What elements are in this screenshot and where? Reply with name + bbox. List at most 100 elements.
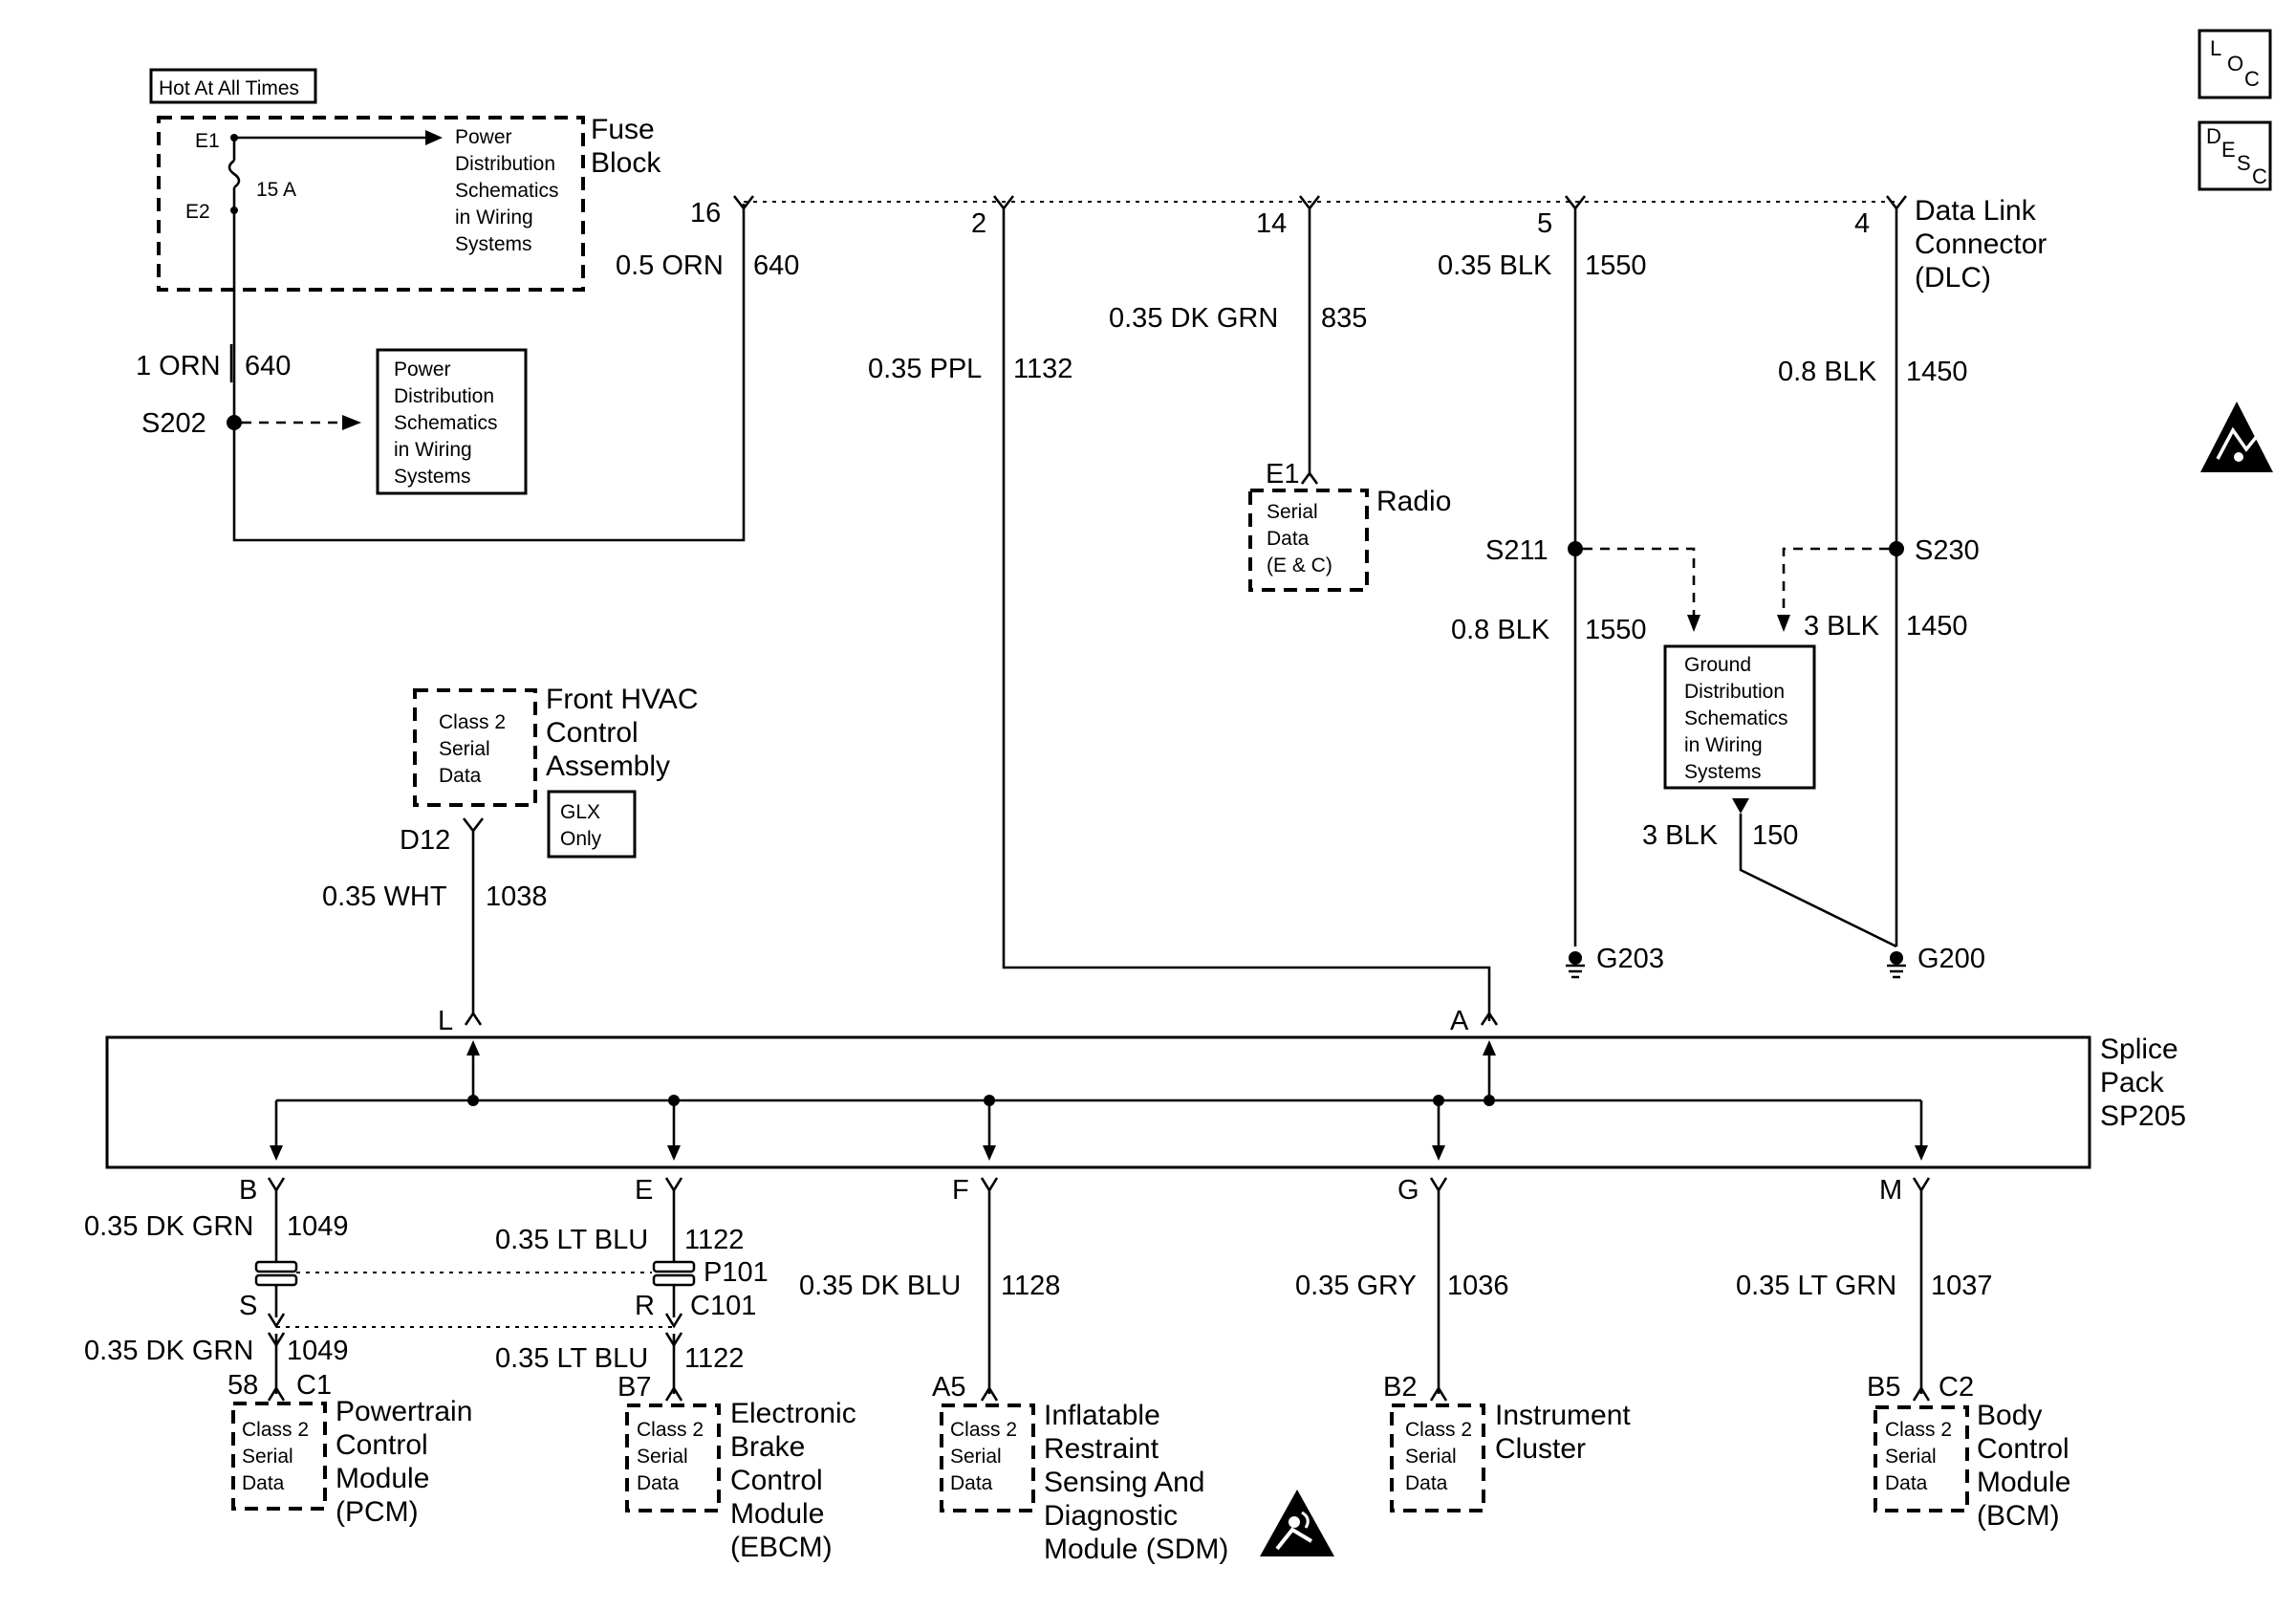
ipc-label-3: Data — [1405, 1472, 1448, 1494]
wire-1132 — [1002, 208, 1491, 1021]
fuse-power-ref-3: Schematics — [455, 180, 559, 202]
ebcm-name-4: Module — [730, 1498, 824, 1530]
bcm-gauge: 0.35 LT GRN — [1736, 1271, 1896, 1301]
fuse-e1-arrow-head — [425, 130, 443, 145]
sdm-module-box — [940, 1403, 1035, 1512]
dlc-title-2: Connector — [1915, 228, 2047, 260]
ebcm-gauge-top: 0.35 LT BLU — [495, 1225, 648, 1255]
splice-pack-a-arrow — [1483, 1040, 1496, 1055]
pcm-label-1: Class 2 — [242, 1419, 309, 1441]
s211-splice-dot — [1568, 541, 1583, 556]
hvac-module-box — [413, 688, 537, 807]
hvac-name-2: Control — [546, 717, 639, 749]
dlc-pin-2-gauge: 0.35 PPL — [868, 354, 982, 384]
ipc-label-1: Class 2 — [1405, 1419, 1472, 1441]
sdm-name-4: Diagnostic — [1044, 1500, 1178, 1532]
dlc-pin-5-circuit: 1550 — [1585, 250, 1647, 281]
dlc-pin-14-circuit: 835 — [1321, 303, 1367, 334]
loc-icon[interactable]: L O C — [2198, 29, 2272, 99]
sdm-name-3: Sensing And — [1044, 1467, 1204, 1498]
ebcm-label-2: Serial — [637, 1446, 688, 1468]
pcm-label-3: Data — [242, 1472, 285, 1494]
splice-pack-pin-b: B — [239, 1175, 257, 1206]
pcm-name-3: Module — [336, 1463, 429, 1494]
sdm-pin: A5 — [932, 1372, 965, 1403]
pcm-pin-symbol — [267, 1385, 286, 1402]
bcm-label-2: Serial — [1885, 1446, 1937, 1468]
bcm-module-box — [1874, 1405, 1969, 1512]
hot-at-all-times-box — [149, 68, 317, 104]
pcm-gauge-bottom: 0.35 DK GRN — [84, 1336, 253, 1366]
ebcm-name-3: Control — [730, 1465, 823, 1496]
fuse-e1-terminal: E1 — [195, 130, 220, 152]
hvac-label-2: Serial — [439, 738, 490, 760]
pcm-name-1: Powertrain — [336, 1396, 472, 1427]
s202-power-ref-5: Systems — [394, 466, 471, 488]
esd-warning-icon — [2200, 402, 2273, 472]
ebcm-label-1: Class 2 — [637, 1419, 704, 1441]
g203-label: G203 — [1596, 944, 1664, 974]
s230-circuit: 1450 — [1906, 611, 1968, 642]
ebcm-circuit-bottom: 1122 — [684, 1343, 744, 1374]
dlc-pin-14: 14 — [1256, 208, 1287, 239]
sdm-label-2: Serial — [950, 1446, 1002, 1468]
g203-ground-icon — [1566, 964, 1585, 979]
gd-gauge: 3 BLK — [1642, 820, 1719, 851]
s230-label: S230 — [1915, 535, 1980, 566]
desc-letter-s: S — [2237, 151, 2251, 175]
sdm-name-1: Inflatable — [1044, 1400, 1160, 1431]
radio-label-1: Serial — [1267, 501, 1318, 523]
fuse-power-ref-2: Distribution — [455, 153, 555, 175]
ipc-label-2: Serial — [1405, 1446, 1457, 1468]
splice-pack-e-arrow — [667, 1145, 681, 1161]
ebcm-name-1: Electronic — [730, 1398, 856, 1429]
dlc-pin-4-circuit: 1450 — [1906, 357, 1968, 387]
sdm-label-1: Class 2 — [950, 1419, 1017, 1441]
g200-terminal-dot — [1890, 951, 1903, 965]
ebcm-inline-connector-top — [652, 1260, 696, 1273]
dlc-pin-16: 16 — [690, 198, 721, 228]
pcm-label-2: Serial — [242, 1446, 293, 1468]
radio-label-3: (E & C) — [1267, 555, 1332, 577]
bcm-pin-symbol — [1912, 1385, 1931, 1402]
splice-pack-pin-g-symbol — [1429, 1177, 1448, 1193]
desc-icon[interactable]: D E S C — [2198, 120, 2272, 191]
ebcm-r-pin-symbol — [664, 1313, 683, 1329]
dlc-pin-16-symbol — [732, 195, 755, 211]
splice-pack-pin-f: F — [952, 1175, 969, 1206]
splice-pack-name-2: Pack — [2100, 1067, 2165, 1099]
splice-pack-g-arrow — [1432, 1145, 1445, 1161]
s211-ref-line — [1583, 547, 1696, 615]
hvac-glx-1: GLX — [560, 801, 600, 823]
fuse-power-ref-4: in Wiring — [455, 207, 533, 228]
desc-letter-c: C — [2252, 164, 2267, 188]
radio-pin-symbol — [1300, 470, 1319, 485]
pcm-inline-connector-bottom — [254, 1273, 298, 1287]
ground-ref-out-arrow — [1732, 798, 1749, 814]
splice-pack-junction — [1484, 1095, 1495, 1106]
ground-ref-5: Systems — [1684, 761, 1762, 783]
s202-power-ref-4: in Wiring — [394, 439, 472, 461]
fuse-e2-terminal: E2 — [185, 201, 210, 223]
s230-ref-line — [1782, 547, 1889, 615]
ebcm-pin-symbol — [664, 1385, 683, 1402]
bcm-circuit: 1037 — [1931, 1271, 1993, 1301]
bcm-name-3: Module — [1977, 1467, 2070, 1498]
loc-letter-l: L — [2210, 36, 2221, 60]
g200-label: G200 — [1917, 944, 1985, 974]
s202-wire-gauge: 1 ORN — [136, 351, 221, 381]
dlc-title-3: (DLC) — [1915, 262, 1991, 294]
desc-letter-e: E — [2221, 138, 2236, 162]
splice-pack-name-3: SP205 — [2100, 1100, 2186, 1132]
ground-ref-1: Ground — [1684, 654, 1751, 676]
fuse-icon — [227, 159, 241, 189]
ipc-name-1: Instrument — [1495, 1400, 1631, 1431]
airbag-warning-icon — [1260, 1490, 1334, 1556]
splice-pack-pin-m-symbol — [1912, 1177, 1931, 1193]
ipc-name-2: Cluster — [1495, 1433, 1586, 1465]
ebcm-label-3: Data — [637, 1472, 680, 1494]
s230-splice-dot — [1889, 541, 1904, 556]
splice-pack-pin-l: L — [438, 1006, 453, 1036]
s230-gauge: 3 BLK — [1804, 611, 1880, 642]
